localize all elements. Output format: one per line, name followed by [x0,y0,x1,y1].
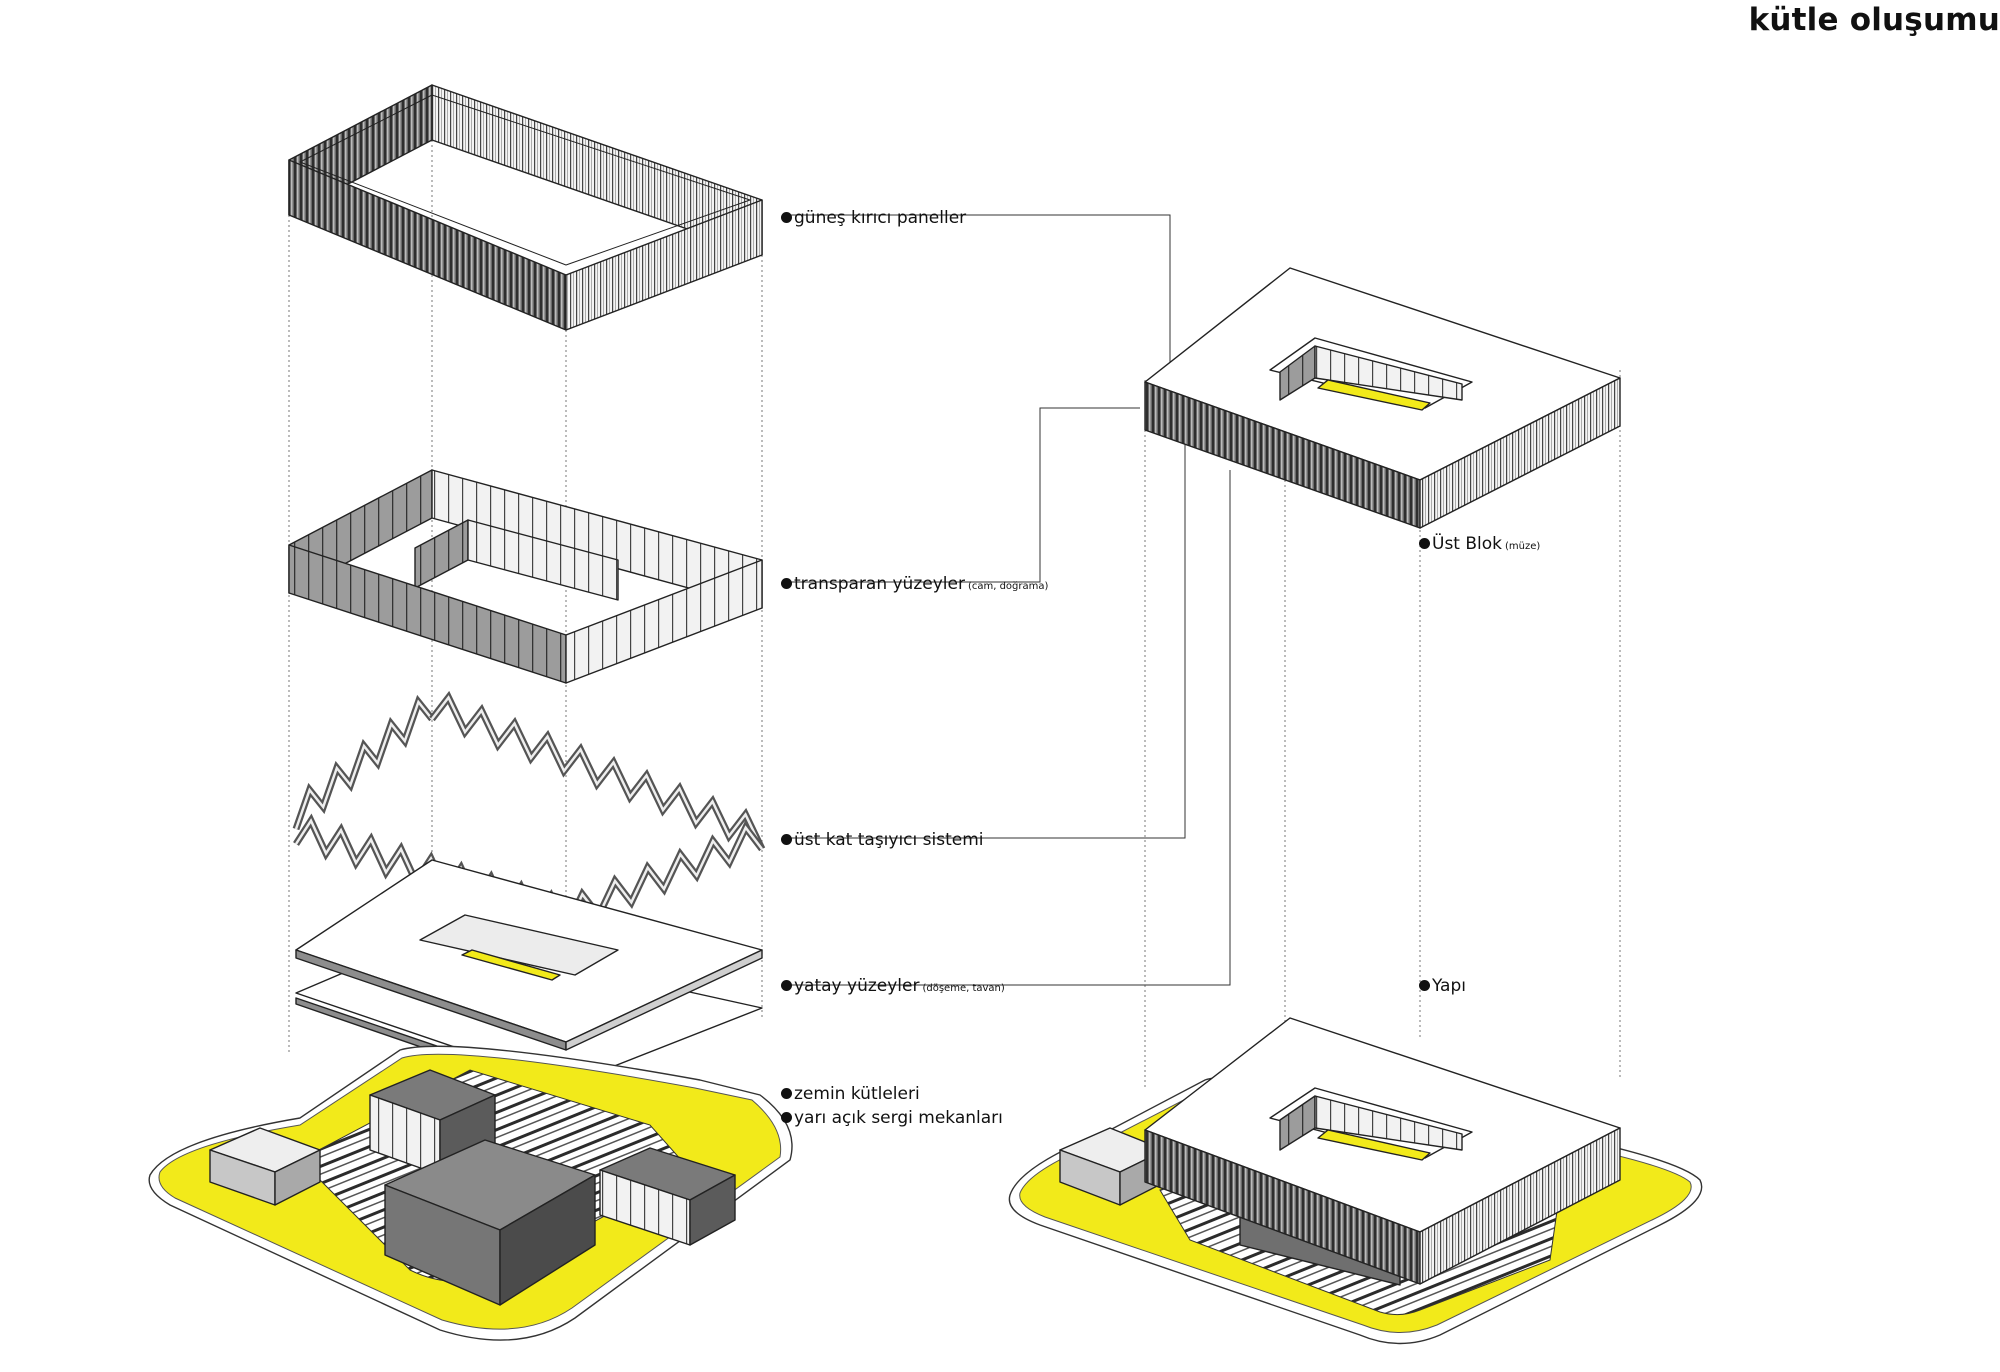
slab-opening [419,914,619,976]
label-subtext: (cam, doğrama) [967,581,1049,592]
label-yatay-yuzeyler: yatay yüzeyler(döşeme, tavan) [781,976,1005,999]
label-ust-kat-tasiyici-sistemi: üst kat taşıyıcı sistemi [781,830,984,850]
leader-transparan [790,407,1140,583]
page-title: kütle oluşumu [1748,2,2000,38]
bullet-dot [781,980,792,991]
label-text: transparan yüzeyler [794,574,965,594]
bullet-dot [1419,538,1430,549]
leader-gunes [790,214,1171,390]
label-subtext: (müze) [1505,541,1541,552]
building-courtyard-yellow [1317,1129,1431,1161]
label-yapi: Yapı [1419,976,1466,996]
label-ust-blok: Üst Blok(müze) [1419,534,1540,557]
label-text: Yapı [1432,976,1466,996]
bullet-dot [781,212,792,223]
sunbreaker-right-face [565,199,763,331]
label-text: zemin kütleleri [794,1084,920,1104]
bullet-dot [781,1088,792,1099]
label-subtext: (döşeme, tavan) [922,983,1005,994]
building-right-face [1419,1127,1621,1285]
sunbreaker-left-face [288,159,567,331]
ground-mass-3-right [689,1174,736,1246]
courtyard-yellow [1317,379,1431,411]
glass-inner-left [414,519,469,589]
truss-highlight-1 [431,695,764,850]
building-courtyard-back [1314,1095,1463,1151]
leader-yatay [790,470,1231,986]
sunbreaker-top-rim [299,94,751,266]
slab-opening-yellow [461,949,561,981]
ground-mass-2-right [499,1174,596,1306]
bullet-dot [781,578,792,589]
truss-zigzag-1 [429,690,766,851]
label-transparan-yuzeyler: transparan yüzeyler(cam, doğrama) [781,574,1048,597]
label-text: yatay yüzeyler [794,976,920,996]
label-text: üst kat taşıyıcı sistemi [794,830,984,850]
bullet-dot [781,834,792,845]
bullet-dot [781,1112,792,1123]
label-yari-acik-sergi-mekanlari: yarı açık sergi mekanları [781,1108,1003,1128]
label-text: yarı açık sergi mekanları [794,1108,1003,1128]
ground-mass-small-right [274,1149,321,1206]
label-text: güneş kırıcı paneller [794,208,967,228]
courtyard-wall-back [1314,345,1463,401]
label-gunes-kirici-paneller: güneş kırıcı paneller [781,208,966,228]
glass-inner-right [467,519,619,601]
label-zemin-kutleleri: zemin kütleleri [781,1084,920,1104]
glass-ring-right-face [565,559,763,684]
label-text: Üst Blok [1432,534,1503,554]
bullet-dot [1419,980,1430,991]
truss-highlight-0 [294,699,433,830]
upper-block-right-face [1419,377,1621,529]
slab-upper-edge-right [565,949,763,1051]
leader-tasiyici [790,440,1186,839]
